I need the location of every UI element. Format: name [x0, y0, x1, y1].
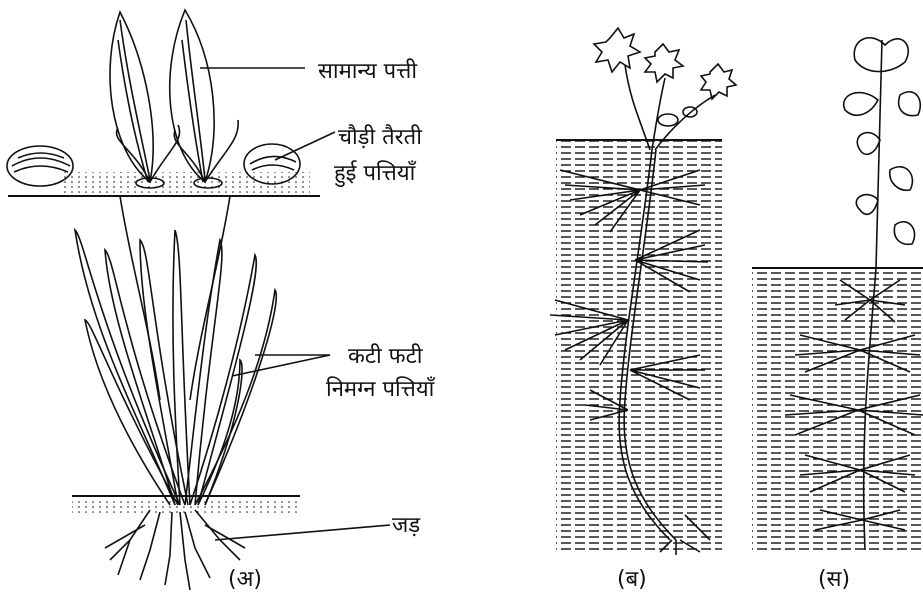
aerial-leaf-left: [110, 12, 153, 182]
caption-b: (ब): [617, 567, 647, 592]
leader-root: [215, 525, 390, 540]
label-dissected-line2: निमग्न पत्तियाँ: [326, 376, 435, 402]
water-column-c: [752, 268, 923, 552]
figure-b: [550, 28, 736, 555]
submerged-leaf: [75, 230, 180, 505]
caption-a: (अ): [228, 567, 262, 592]
aerial-leaf-b2: [645, 44, 683, 82]
figure-a: [7, 10, 390, 590]
aerial-leaf-right: [170, 10, 214, 182]
aerial-leaf-b1: [594, 28, 640, 72]
caption-c: (स): [818, 567, 850, 592]
label-normal-leaf: सामान्य पत्ती: [318, 58, 417, 84]
label-dissected-line1: कटी फटी: [348, 343, 423, 369]
aerial-leaf-b3: [701, 64, 736, 99]
label-floating-leaves-line1: चौड़ी तैरती: [338, 124, 422, 150]
figure-c: [752, 38, 923, 552]
surface-dots: [60, 172, 310, 194]
roots-a: [105, 510, 245, 590]
leader-dissected-2: [232, 355, 330, 376]
aerial-shoot-c: [876, 40, 882, 268]
label-floating-leaves-line2: हुई पत्तियाँ: [334, 160, 416, 187]
label-root: जड़: [392, 513, 420, 538]
